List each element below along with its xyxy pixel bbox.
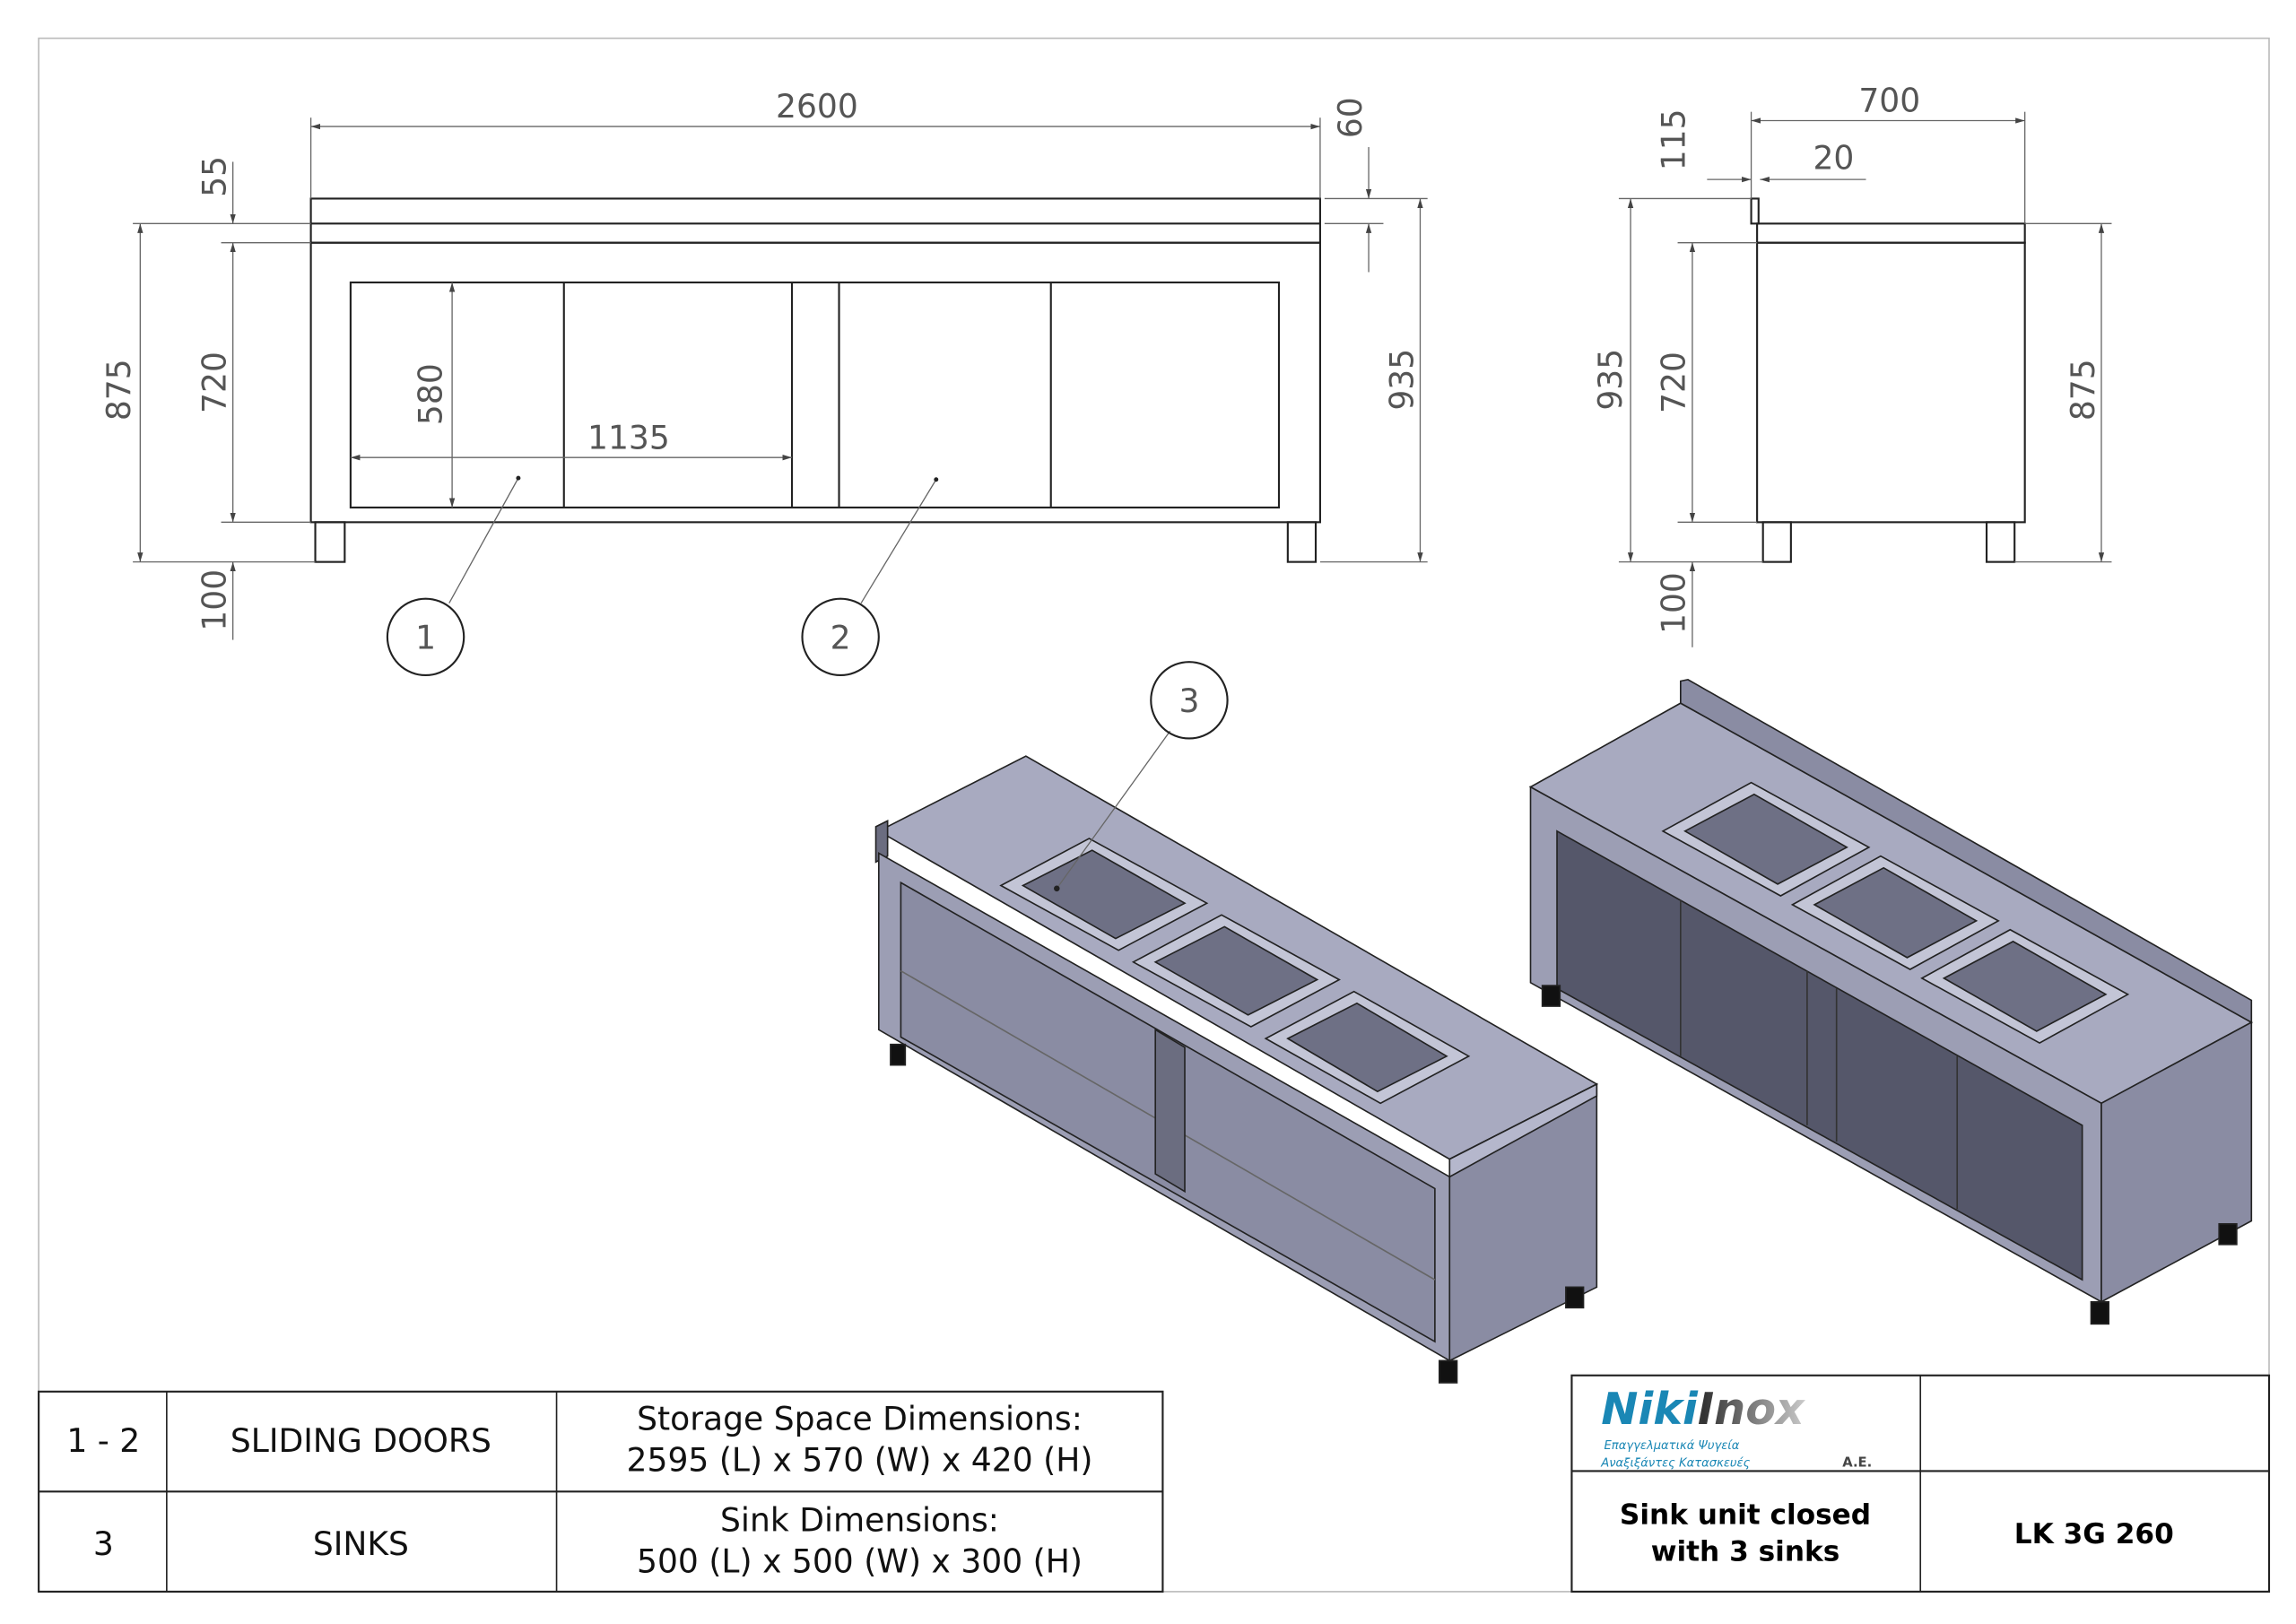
dim-backsplash-top: 60 bbox=[1332, 97, 1370, 138]
balloon-2-label: 2 bbox=[831, 619, 851, 656]
part-ref: 3 bbox=[93, 1525, 114, 1563]
dim-backsplash-thickness: 20 bbox=[1813, 140, 1854, 178]
dim-side-total-height: 935 bbox=[1592, 349, 1630, 411]
part-name: SLIDING DOORS bbox=[230, 1422, 491, 1460]
balloon-2 bbox=[801, 597, 880, 677]
dim-side-body-height: 720 bbox=[1656, 352, 1693, 413]
part-ref: 1 - 2 bbox=[66, 1422, 140, 1460]
model-code: LK 3G 260 bbox=[2014, 1518, 2174, 1550]
dim-overall-length: 2600 bbox=[776, 88, 858, 126]
dim-backsplash-height: 115 bbox=[1656, 109, 1693, 170]
balloon-1-label: 1 bbox=[415, 619, 436, 656]
sheet-border bbox=[38, 37, 2270, 1593]
leg bbox=[1985, 521, 2016, 563]
table-row: 3 SINKS Sink Dimensions: 500 (L) x 500 (… bbox=[93, 1502, 1083, 1581]
logo-tagline2: Αναξιξάντες Κατασκευές bbox=[1600, 1456, 1750, 1470]
dim-height-no-legs: 875 bbox=[100, 359, 138, 421]
title-block: NikiInox Επαγγελματικά Ψυγεία Αναξιξάντε… bbox=[1570, 1374, 2271, 1593]
part-desc-line1: Storage Space Dimensions: bbox=[637, 1400, 1083, 1437]
logo-text: NikiInox bbox=[1601, 1383, 1806, 1435]
table-row: 1 - 2 SLIDING DOORS Storage Space Dimens… bbox=[66, 1400, 1092, 1479]
isometric-open-unit bbox=[874, 730, 1599, 1384]
dim-side-leg-height: 100 bbox=[1656, 572, 1693, 634]
company-logo: NikiInox Επαγγελματικά Ψυγεία Αναξιξάντε… bbox=[1600, 1383, 1872, 1471]
dim-door-width: 1135 bbox=[587, 419, 670, 456]
isometric-closed-unit bbox=[1528, 678, 2254, 1325]
logo-tagline1: Επαγγελματικά Ψυγεία bbox=[1605, 1439, 1740, 1453]
dim-side-height-no-legs: 875 bbox=[2065, 359, 2102, 421]
description-line1: Sink unit closed bbox=[1620, 1498, 1871, 1531]
leg bbox=[314, 521, 346, 563]
dim-top-thickness: 55 bbox=[196, 156, 233, 197]
front-view: 2600 60 55 875 720 580 1135 935 100 1 2 bbox=[100, 88, 1428, 677]
side-view: 700 20 115 935 720 875 100 bbox=[1592, 83, 2112, 647]
logo-suffix: A.E. bbox=[1842, 1455, 1872, 1470]
balloon-3 bbox=[1150, 661, 1229, 740]
dim-depth: 700 bbox=[1858, 83, 1920, 120]
description-line2: with 3 sinks bbox=[1651, 1535, 1840, 1568]
dim-leg-height: 100 bbox=[196, 569, 233, 631]
part-desc-line1: Sink Dimensions: bbox=[720, 1502, 999, 1540]
dim-body-height: 720 bbox=[196, 352, 233, 413]
part-name: SINKS bbox=[313, 1525, 409, 1563]
balloon-1 bbox=[386, 597, 465, 677]
dim-total-height: 935 bbox=[1383, 349, 1421, 411]
parts-table: 1 - 2 SLIDING DOORS Storage Space Dimens… bbox=[38, 1390, 1164, 1593]
leg bbox=[1761, 521, 1792, 563]
leg bbox=[1286, 521, 1318, 563]
part-desc-line2: 500 (L) x 500 (W) x 300 (H) bbox=[637, 1543, 1083, 1581]
balloon-3-label: 3 bbox=[1178, 682, 1199, 720]
dim-door-height: 580 bbox=[413, 363, 450, 425]
part-desc-line2: 2595 (L) x 570 (W) x 420 (H) bbox=[627, 1441, 1093, 1479]
